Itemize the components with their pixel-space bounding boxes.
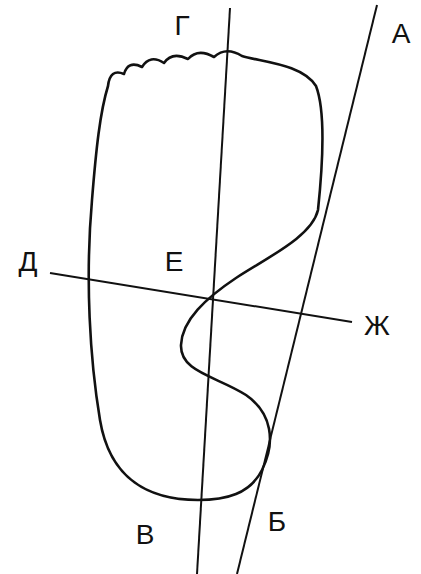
point-letter: Г — [174, 12, 189, 40]
axis-line — [197, 8, 230, 574]
point-letter: А — [392, 20, 411, 48]
tangent-line — [237, 5, 377, 574]
point-letter: В — [136, 521, 155, 549]
point-letter: Е — [165, 248, 184, 276]
point-letter: Ж — [364, 312, 390, 340]
point-letter: Д — [19, 248, 38, 276]
point-letter: Б — [268, 508, 286, 536]
cross-line — [50, 273, 352, 322]
